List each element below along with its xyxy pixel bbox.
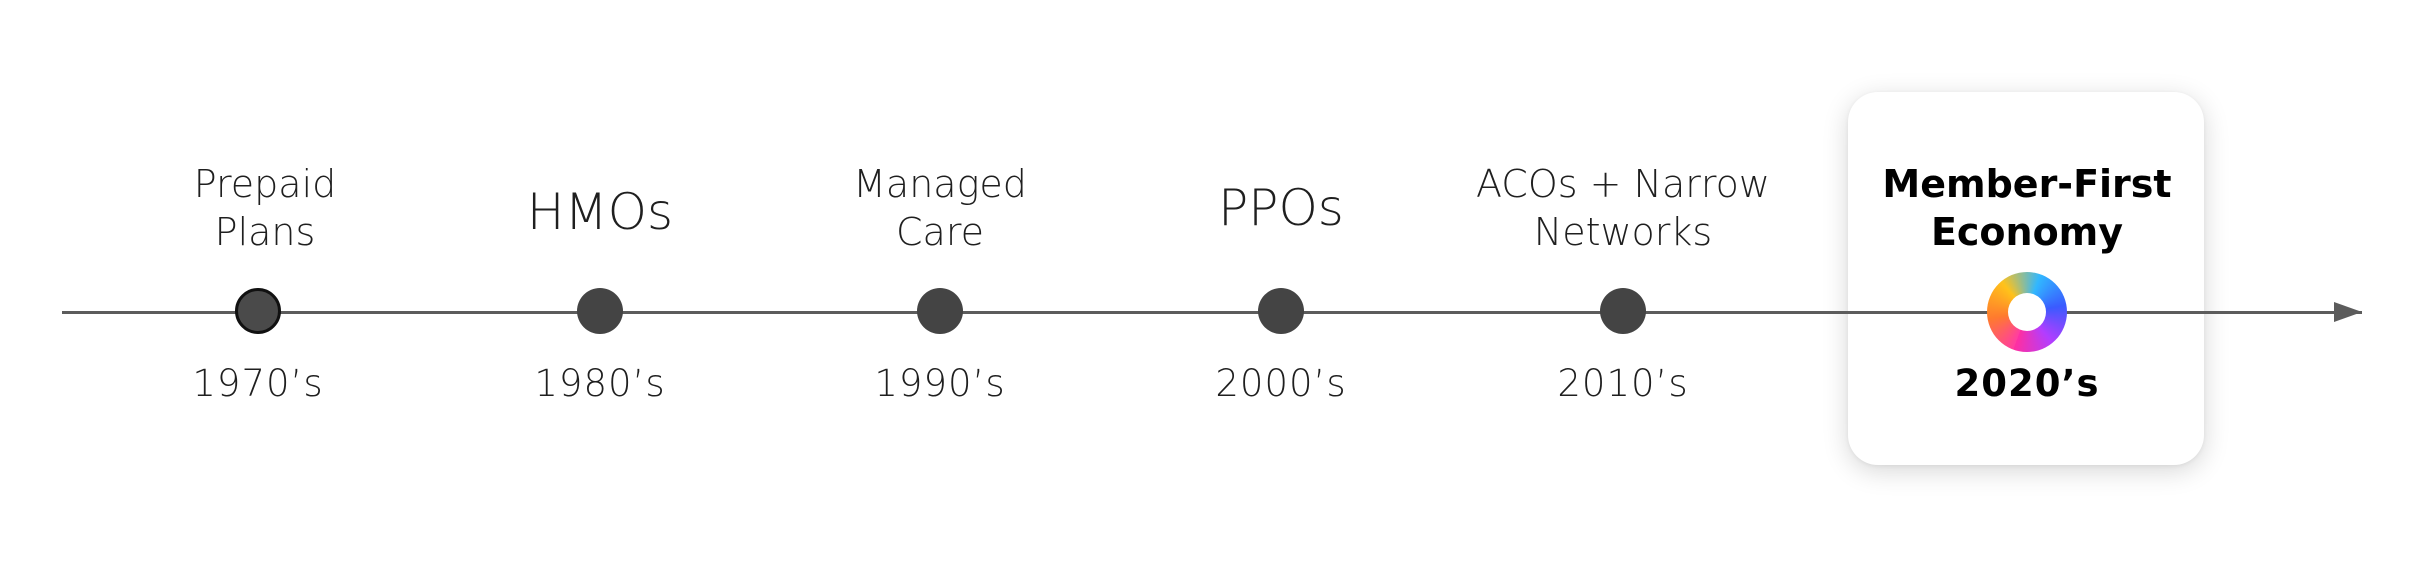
era-label-line: Prepaid <box>193 162 337 206</box>
era-label-line: Networks <box>1533 210 1713 254</box>
era-label-line: Member-First <box>1882 162 2172 206</box>
era-year-2000s: 2000’s <box>1215 362 1347 405</box>
brand-ring-center <box>2008 293 2046 331</box>
era-label-line: ACOs + Narrow <box>1475 162 1771 206</box>
timeline-dot-2010s <box>1600 288 1646 334</box>
timeline-dot-1980s <box>577 288 623 334</box>
timeline-dot-2000s <box>1258 288 1304 334</box>
arrow-right-icon <box>2334 302 2362 322</box>
era-label-2020s: Member-First Economy <box>1857 160 2197 256</box>
era-label-1980s: HMOs <box>526 183 674 241</box>
era-label-line: Plans <box>214 210 316 254</box>
timeline-dot-1970s <box>235 288 281 334</box>
era-label-2000s: PPOs <box>1218 179 1344 237</box>
era-year-1980s: 1980’s <box>534 362 666 405</box>
era-year-1970s: 1970’s <box>192 362 324 405</box>
era-label-2010s: ACOs + Narrow Networks <box>1453 160 1793 256</box>
era-label-line: Care <box>896 210 984 254</box>
era-label-1990s: Managed Care <box>770 160 1110 256</box>
era-year-1990s: 1990’s <box>874 362 1006 405</box>
timeline-dot-1990s <box>917 288 963 334</box>
era-year-2010s: 2010’s <box>1557 362 1689 405</box>
era-label-line: Managed <box>853 162 1027 206</box>
era-label-line: Economy <box>1930 210 2124 254</box>
brand-ring-icon <box>1987 272 2067 352</box>
era-label-1970s: Prepaid Plans <box>95 160 435 256</box>
era-year-2020s: 2020’s <box>1954 362 2100 405</box>
timeline-axis <box>62 311 2362 314</box>
